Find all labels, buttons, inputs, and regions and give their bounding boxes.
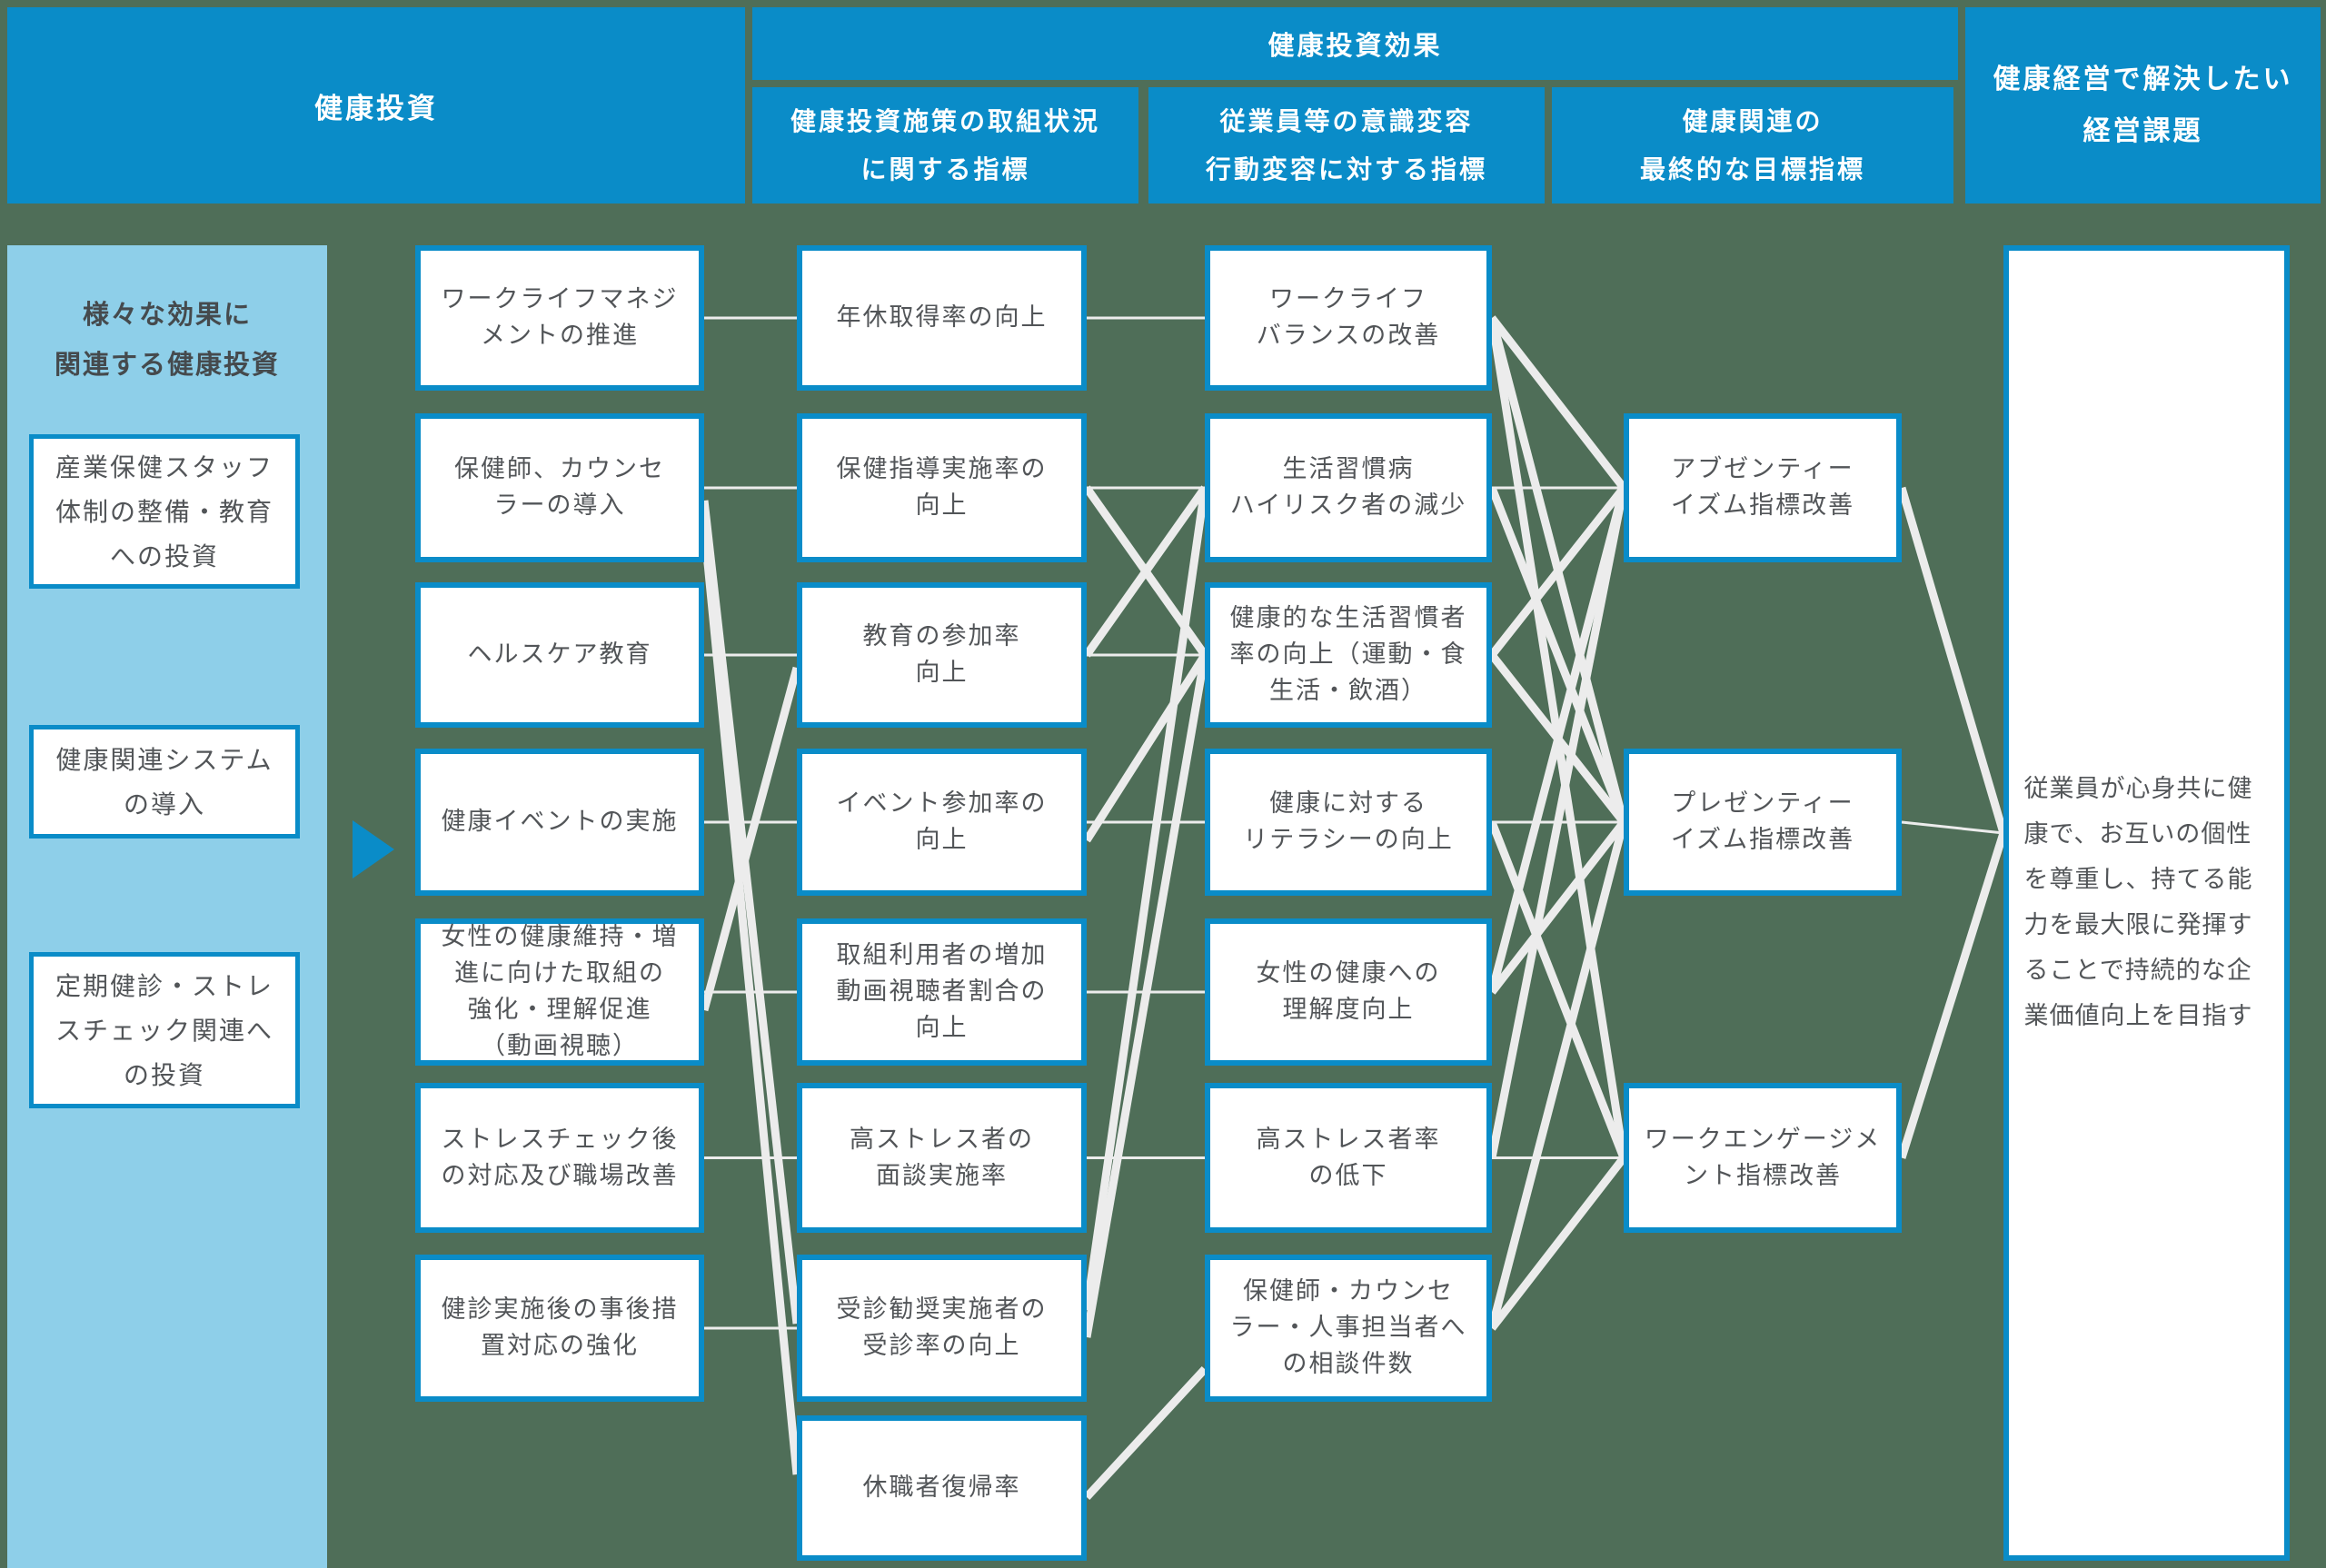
header-management-issues: 健康経営で解決したい 経営課題 (1965, 7, 2321, 203)
diagram-node-c3r3: 健康的な生活習慣者 率の向上（運動・食 生活・飲酒） (1205, 582, 1492, 728)
diagram-node-c3r6: 高ストレス者率 の低下 (1205, 1083, 1492, 1233)
header-investment-effect: 健康投資効果 (752, 7, 1958, 80)
edge-c3r5-c4r2 (1487, 486, 1628, 994)
diagram-node-c2r3: 教育の参加率 向上 (797, 582, 1087, 728)
edge-c3r6-c4r2 (1487, 487, 1628, 1159)
diagram-node-c4r4: プレゼンティー イズム指標改善 (1624, 749, 1902, 896)
edge-c2r3-c3r2 (1083, 485, 1208, 658)
header-health-investment: 健康投資 (7, 7, 745, 203)
diagram-node-c3r7: 保健師・カウンセ ラー・人事担当者へ の相談件数 (1205, 1255, 1492, 1402)
goal-text: 従業員が心身共に健 康で、お互いの個性 を尊重し、持てる能 力を最大限に発揮す … (2023, 775, 2253, 1029)
edge-c4r4-goal (1901, 820, 2004, 835)
sidebar-item-checkup-stresscheck: 定期健診・ストレ スチェック関連へ の投資 (29, 952, 300, 1108)
diagram-node-c3r4: 健康に対する リテラシーの向上 (1205, 749, 1492, 896)
edge-c1r2-c2r8 (700, 525, 801, 1475)
diagram-node-c1r1: ワークライフマネジ メントの推進 (415, 245, 704, 391)
diagram-node-c1r5: 女性の健康維持・増 進に向けた取組の 強化・理解促進 （動画視聴） (415, 918, 704, 1066)
edge-c2r7-c3r2 (1082, 487, 1209, 1311)
edge-c1r2-c2r7 (700, 500, 801, 1325)
diagram-node-c2r6: 高ストレス者の 面談実施率 (797, 1083, 1087, 1233)
diagram-node-c1r7: 健診実施後の事後措 置対応の強化 (415, 1255, 704, 1402)
diagram-node-c2r8: 休職者復帰率 (797, 1415, 1087, 1561)
edge-c3r4-c4r6 (1487, 820, 1628, 1160)
edge-c2r7-c3r3 (1082, 654, 1209, 1338)
sidebar-item-occupational-health-staff: 産業保健スタッフ 体制の整備・教育 への投資 (29, 434, 300, 589)
edge-c2r8-c3r7 (1083, 1365, 1208, 1501)
goal-box: 従業員が心身共に健 康で、お互いの個性 を尊重し、持てる能 力を最大限に発揮す … (2003, 245, 2290, 1561)
sidebar-title: 様々な効果に 関連する健康投資 (54, 301, 280, 381)
diagram-node-c2r5: 取組利用者の増加 動画視聴者割合の 向上 (797, 918, 1087, 1066)
diagram-node-c2r4: イベント参加率の 向上 (797, 749, 1087, 896)
diagram-node-c2r1: 年休取得率の向上 (797, 245, 1087, 391)
diagram-node-c1r2: 保健師、カウンセ ラーの導入 (415, 413, 704, 562)
edge-c3r2-c4r4 (1487, 486, 1628, 824)
diagram-node-c1r3: ヘルスケア教育 (415, 582, 704, 728)
edge-c1r5-c2r3 (700, 666, 801, 1012)
diagram-node-c3r5: 女性の健康への 理解度向上 (1205, 918, 1492, 1066)
diagram-node-c3r2: 生活習慣病 ハイリスク者の減少 (1205, 413, 1492, 562)
edge-c2r4-c3r3 (1083, 652, 1208, 843)
diagram-node-c1r4: 健康イベントの実施 (415, 749, 704, 896)
edge-c4r6-goal (1897, 831, 2008, 1159)
edge-c3r1-c4r2 (1488, 315, 1627, 491)
edge-c3r5-c4r4 (1488, 819, 1627, 995)
diagram-node-c1r6: ストレスチェック後 の対応及び職場改善 (415, 1083, 704, 1233)
flow-arrow-icon (353, 820, 394, 878)
edge-c3r7-c4r6 (1488, 1155, 1627, 1331)
header-sub-awareness-behavior-indicators: 従業員等の意識変容 行動変容に対する指標 (1148, 87, 1545, 203)
diagram-node-c3r1: ワークライフ バランスの改善 (1205, 245, 1492, 391)
edge-c3r7-c4r4 (1487, 820, 1628, 1330)
diagram-node-c2r7: 受診勧奨実施者の 受診率の向上 (797, 1255, 1087, 1402)
header-sub-initiative-status-indicators: 健康投資施策の取組状況 に関する指標 (752, 87, 1138, 203)
diagram-node-c4r2: アブゼンティー イズム指標改善 (1624, 413, 1902, 562)
sidebar-item-health-system: 健康関連システム の導入 (29, 725, 300, 839)
diagram-node-c2r2: 保健指導実施率の 向上 (797, 413, 1087, 562)
edge-c3r3-c4r2 (1488, 485, 1627, 658)
header-sub-final-target-indicators: 健康関連の 最終的な目標指標 (1552, 87, 1953, 203)
diagram-node-c4r6: ワークエンゲージメ ント指標改善 (1624, 1083, 1902, 1233)
edge-c4r2-goal (1897, 486, 2008, 835)
